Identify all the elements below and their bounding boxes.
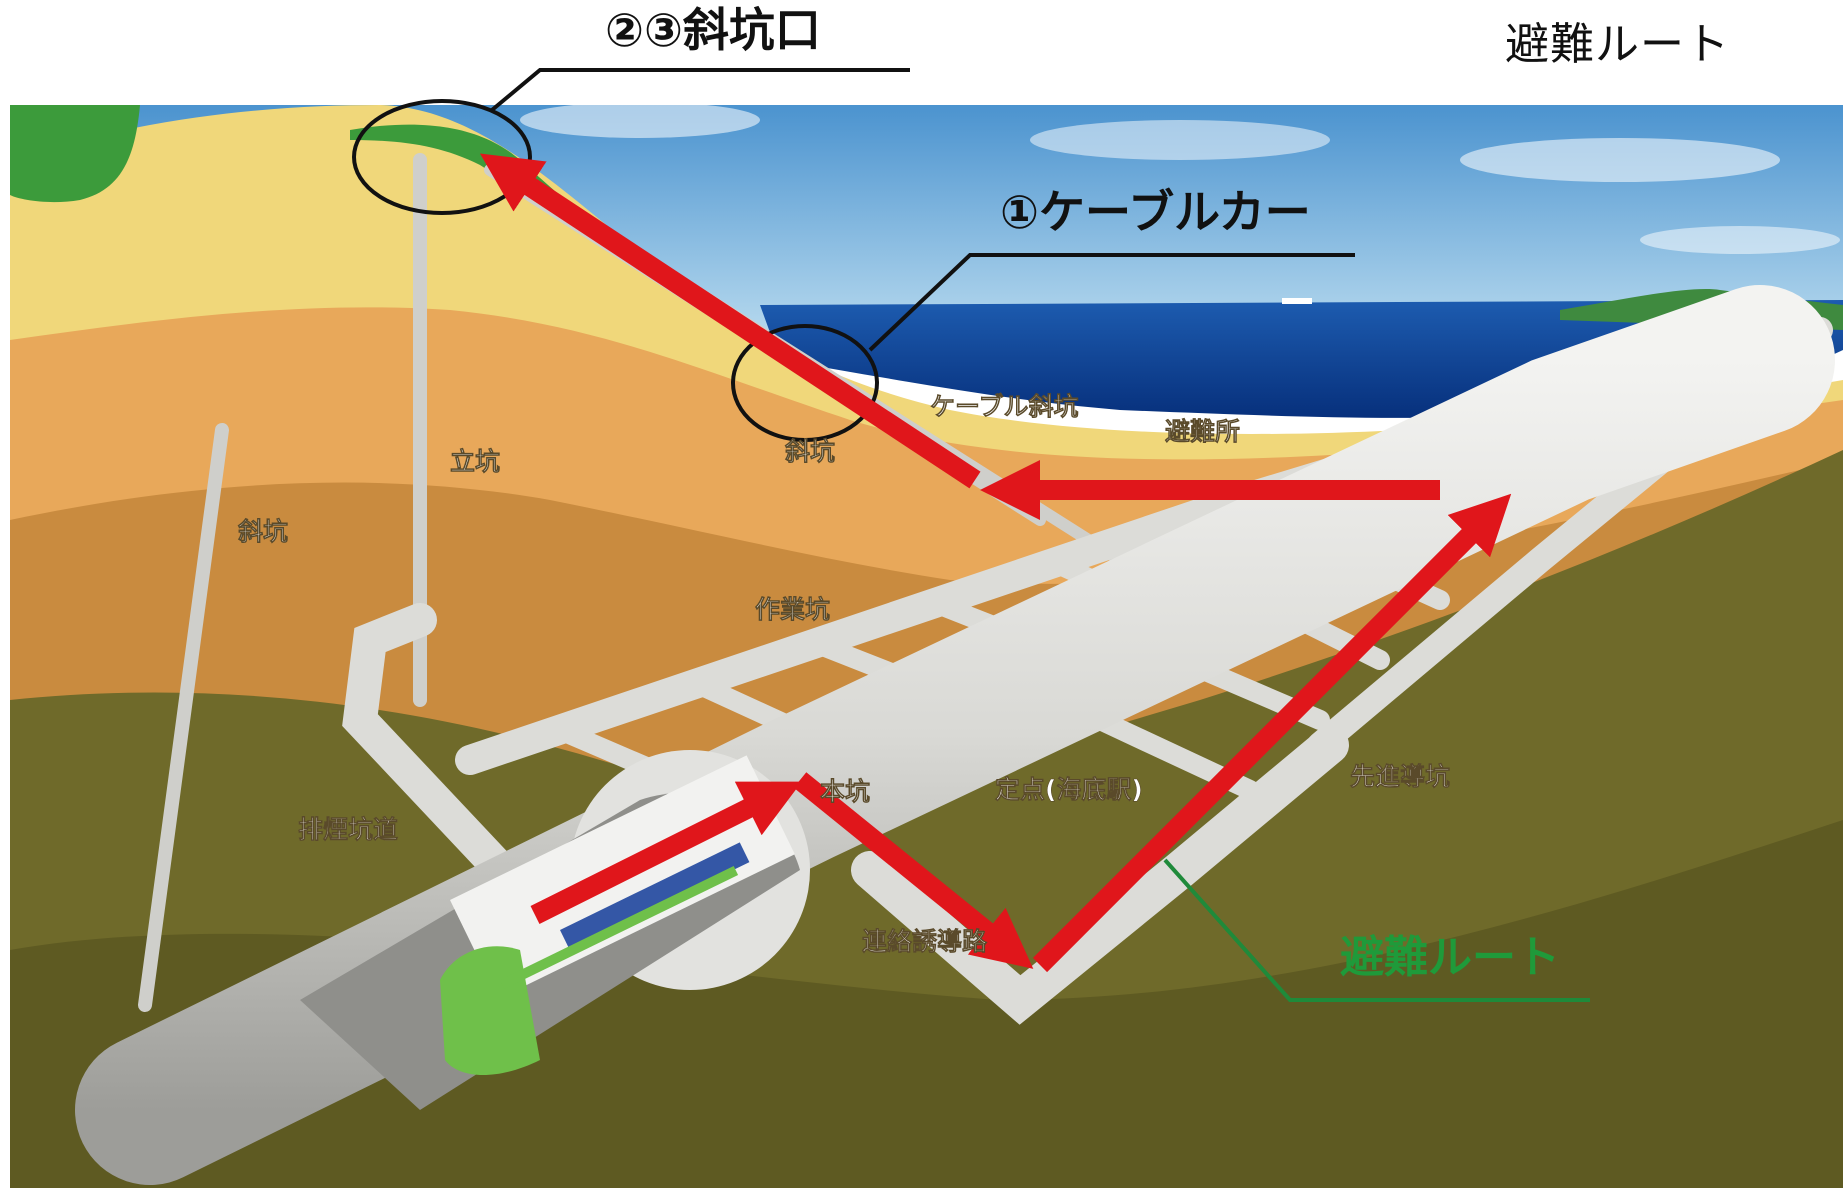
callout-cable-car: ①ケーブルカー <box>1000 185 1311 239</box>
evacuation-arrows <box>479 153 1512 973</box>
label-vertical-shaft: 立坑 <box>450 447 500 476</box>
cloud <box>1460 138 1780 182</box>
cloud <box>1640 226 1840 254</box>
ship <box>1282 298 1312 304</box>
route-leader-line <box>1163 858 1590 1002</box>
callout-circle-cable-car <box>731 324 879 442</box>
page-title: 避難ルート <box>1505 19 1730 70</box>
label-fixed-point: 定点(海底駅) <box>995 775 1143 804</box>
cloud <box>520 102 760 138</box>
callout-shaft-mouth: ②③斜坑口 <box>605 3 821 57</box>
label-main-tunnel: 本坑 <box>820 777 870 806</box>
arrow-to-connector <box>793 772 1034 969</box>
train-stripe <box>500 866 739 989</box>
arrow-up-cable-incline <box>479 153 981 489</box>
label-pilot-tunnel: 先進導坑 <box>1350 762 1450 791</box>
soil-layer-olive-dark <box>10 820 1843 1188</box>
label-smoke-tunnel: 排煙坑道 <box>298 815 398 844</box>
label-shelter: 避難所 <box>1165 417 1240 446</box>
label-connecting-passage: 連絡誘導路 <box>862 927 988 956</box>
train-windows <box>560 842 750 950</box>
arrow-up-pilot <box>1032 493 1512 973</box>
label-work-tunnel: 作業坑 <box>755 595 830 624</box>
label-evacuation-route: 避難ルート <box>1340 932 1560 983</box>
label-cable-incline: ケーブル斜坑 <box>930 392 1079 421</box>
callout-leader-cable-car <box>868 253 1355 352</box>
label-incline-upper: 斜坑 <box>784 437 835 466</box>
grass-top-left <box>10 105 140 203</box>
label-incline-left: 斜坑 <box>237 517 288 546</box>
arrow-main-to-train <box>530 781 802 924</box>
incline-shaft-left <box>138 423 229 1012</box>
cloud <box>1030 120 1330 160</box>
callout-leader-shaft-mouth <box>490 68 910 112</box>
smoke-tunnel <box>342 603 537 907</box>
connecting-passage <box>851 726 1349 1025</box>
